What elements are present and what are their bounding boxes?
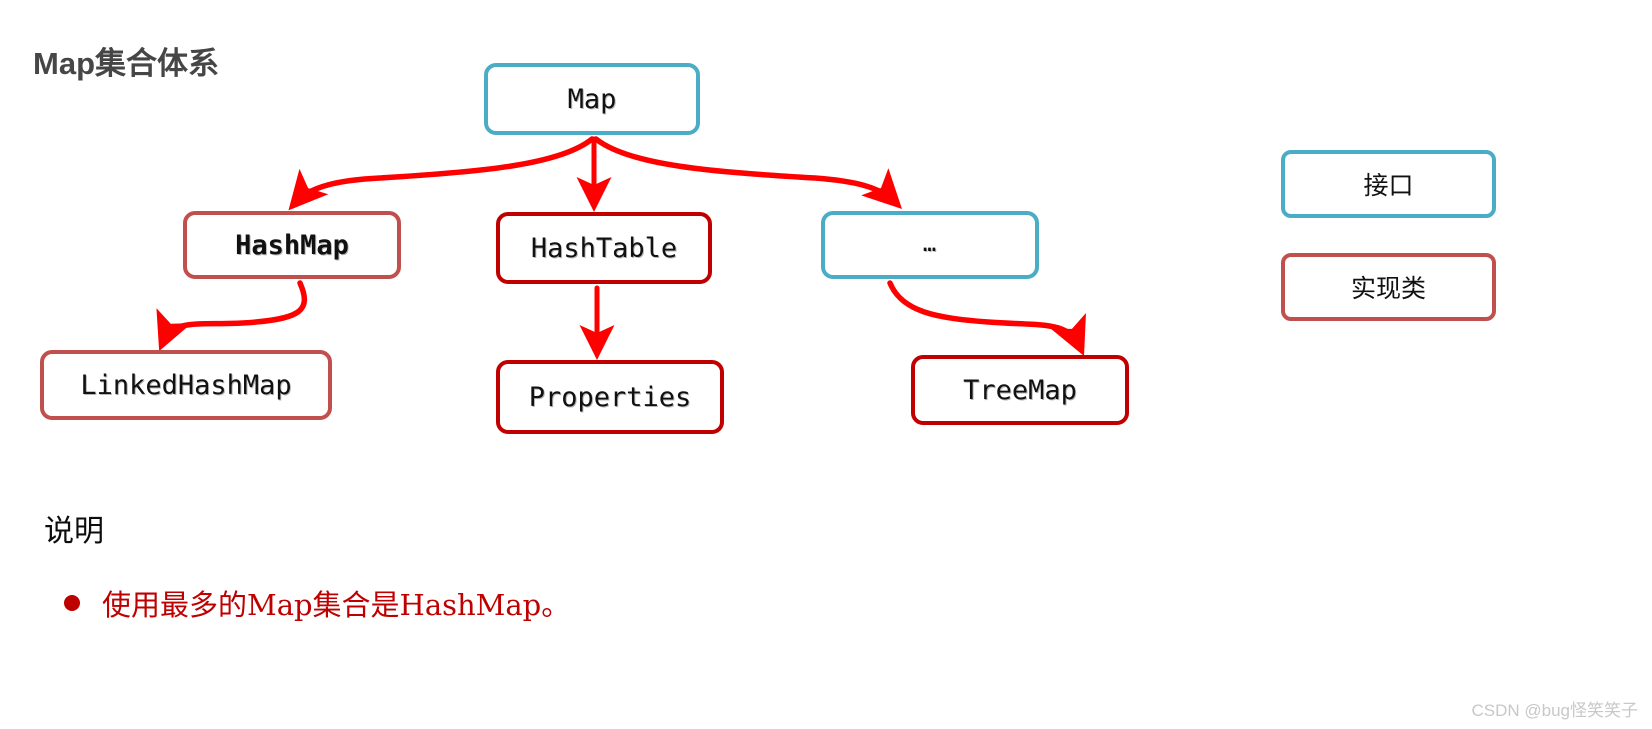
edge-map-to-ellipsis: [593, 136, 903, 209]
note-item: 使用最多的Map集合是HashMap。: [64, 582, 570, 624]
notes-heading: 说明: [44, 514, 104, 549]
node-linkedhashmap-label: LinkedHashMap: [80, 369, 292, 401]
legend-implementation-class: 实现类: [1281, 253, 1496, 321]
node-treemap-label: TreeMap: [963, 374, 1077, 406]
legend-interface-label: 接口: [1363, 171, 1414, 200]
node-ellipsis-label: …: [922, 232, 938, 257]
bullet-icon: [64, 595, 80, 611]
node-map[interactable]: Map: [484, 63, 700, 135]
watermark: CSDN @bug怪笑笑子: [1471, 701, 1638, 720]
node-linkedhashmap[interactable]: LinkedHashMap: [40, 350, 332, 420]
edge-hashmap-to-linkedhashmap: [156, 280, 308, 352]
note-item-text: 使用最多的Map集合是HashMap。: [102, 588, 571, 622]
node-hashtable-label: HashTable: [530, 232, 678, 264]
node-properties[interactable]: Properties: [496, 360, 724, 434]
edge-map-to-hashmap: [288, 136, 595, 211]
node-map-label: Map: [567, 83, 617, 115]
node-hashmap[interactable]: HashMap: [183, 211, 401, 279]
node-ellipsis[interactable]: …: [821, 211, 1039, 279]
page-title: Map集合体系: [33, 46, 219, 81]
node-hashmap-label: HashMap: [235, 229, 349, 261]
edge-ellipsis-to-treemap: [887, 280, 1086, 357]
node-treemap[interactable]: TreeMap: [911, 355, 1129, 425]
legend-interface: 接口: [1281, 150, 1496, 218]
node-hashtable[interactable]: HashTable: [496, 212, 712, 284]
node-properties-label: Properties: [528, 381, 692, 413]
legend-impl-label: 实现类: [1350, 274, 1426, 303]
